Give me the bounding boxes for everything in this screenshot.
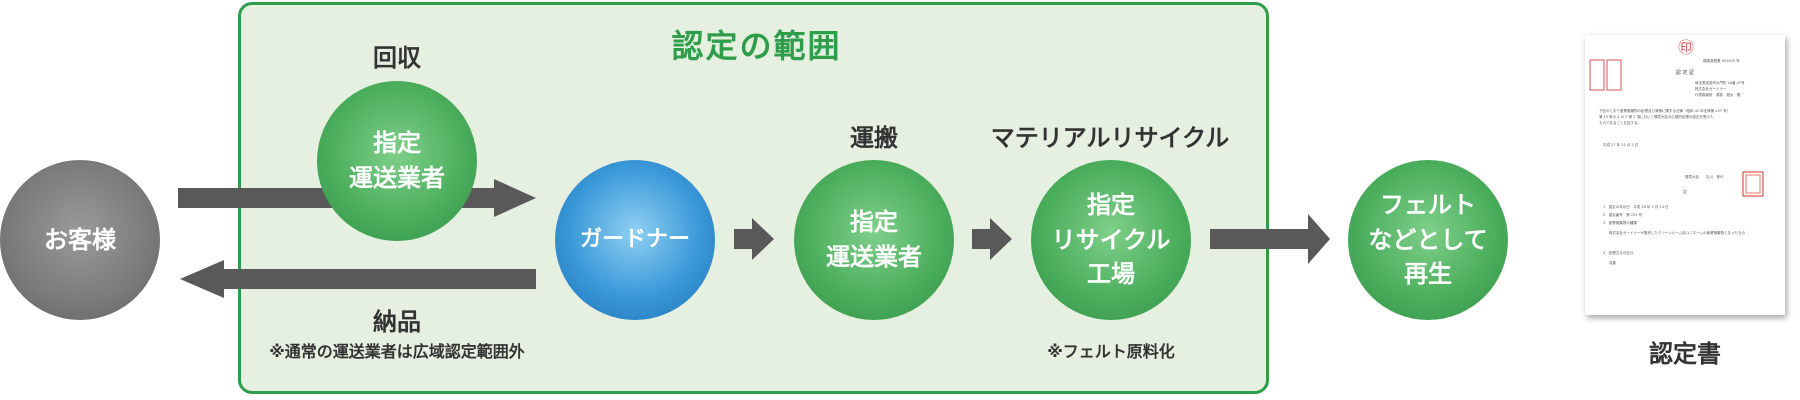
result-line3: 再生 (1404, 260, 1452, 289)
recycle-factory-line2: リサイクル (1051, 225, 1171, 254)
recycle-factory-line1: 指定 (1087, 190, 1135, 219)
arrow-transport-to-recycle (972, 218, 1012, 260)
result-line2: などとして (1368, 225, 1488, 254)
cert-item-3: 3 産業廃棄物の種類 (1603, 221, 1637, 225)
cert-address: 埼玉県加須市大門町 16番 47号 (1695, 81, 1745, 85)
collection-carrier-node: 指定 運送業者 (317, 81, 477, 241)
transport-label: 運搬 (850, 124, 898, 152)
recycled-result-node: フェルト などとして 再生 (1348, 160, 1508, 320)
result-line1: フェルト (1380, 190, 1476, 219)
left-seal-icon-2 (1606, 59, 1622, 91)
certificate-document: ㊞ 環廃産発第 051005 号 認 定 証 埼玉県加須市大門町 16番 47号… (1585, 35, 1785, 315)
gardener-label: ガードナー (579, 227, 690, 253)
cert-date: 平成 27 年 11 月 2 日 (1603, 143, 1639, 147)
collection-carrier-line1: 指定 (373, 129, 421, 158)
cert-item-4: 4 処理方法の区分 (1603, 251, 1634, 255)
cert-ki: 記 (1683, 189, 1687, 194)
transport-carrier-node: 指定 運送業者 (794, 160, 954, 320)
cert-heading: 認 定 証 (1675, 70, 1695, 76)
collection-carrier-line2: 運送業者 (349, 164, 445, 192)
minister-seal-icon (1742, 171, 1764, 197)
cert-body-3: ものであることを証する。 (1599, 121, 1641, 125)
delivery-label: 納品 (373, 308, 421, 336)
cert-number: 環廃産発第 051005 号 (1703, 59, 1740, 63)
scope-title: 認定の範囲 (671, 27, 842, 65)
cert-minister: 環境大臣 丸川 珠代 (1685, 175, 1724, 179)
cert-item-3-detail: 株式会社ガードナーが販売したクリーンルーム用ユニホームの産業廃棄物となったもの (1609, 231, 1746, 235)
recycle-factory-line3: 工場 (1087, 260, 1135, 289)
arrow-recycle-to-result (1210, 214, 1330, 264)
delivery-note: ※通常の運送業者は広域認定範囲外 (269, 342, 525, 361)
arrow-left-delivery (180, 260, 536, 298)
material-recycle-label: マテリアルリサイクル (990, 124, 1230, 152)
gardener-node: ガードナー (555, 160, 715, 320)
left-seal-icon-1 (1589, 59, 1605, 91)
cert-item-2: 2 認定番号 第 225 号 (1603, 213, 1643, 217)
arrow-gardener-to-transport (734, 218, 774, 260)
cert-item-4-detail: 収集 (1609, 261, 1616, 265)
recycle-factory-node: 指定 リサイクル 工場 (1031, 160, 1191, 320)
cert-body-1: 下記のとおり産業廃棄物の処理及び清掃に関する法律（昭和 45 年法律第 137 … (1599, 109, 1731, 113)
customer-node: お客様 (0, 160, 160, 320)
collection-label: 回収 (373, 44, 421, 72)
cert-body-2: 第 15 条の 4 の 3 第 1 項において環境大臣の広域的処理の認定を受けた (1599, 115, 1714, 119)
transport-carrier-line1: 指定 (850, 208, 898, 237)
cert-company: 株式会社ガードナー (1695, 87, 1727, 91)
felt-note: ※フェルト原料化 (1047, 342, 1175, 361)
certificate-top-seal-icon: ㊞ (1678, 38, 1694, 57)
cert-item-1: 1 認定の年月日 平成 26 年 2 月 14 日 (1603, 205, 1669, 209)
customer-label: お客様 (44, 225, 116, 254)
certificate-stamps: ㊞ (1589, 38, 1764, 197)
cert-representative: 代表取締役 源孤 雅太 殿 (1695, 93, 1741, 97)
transport-carrier-line2: 運送業者 (826, 243, 922, 271)
certificate-label: 認定書 (1649, 340, 1721, 368)
